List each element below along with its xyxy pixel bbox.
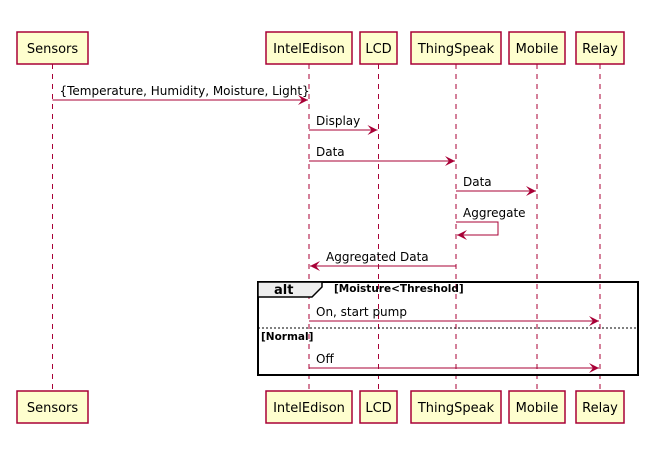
participant-label-inteledison-bottom: IntelEdison [273,401,345,416]
message-label-5: Aggregate [463,206,526,220]
message-label-2: Display [316,114,360,128]
participant-box-lcd-bottom [359,390,398,424]
participant-label-relay-top: Relay [582,42,618,57]
message-label-3: Data [316,145,345,159]
participant-label-lcd-bottom: LCD [365,401,391,416]
alt-label: alt [274,283,293,298]
participant-box-mobile-top [508,31,566,65]
participant-label-inteledison-top: IntelEdison [273,42,345,57]
participant-box-relay-bottom [575,390,625,424]
participant-label-sensors-top: Sensors [27,42,79,57]
participant-box-thingspeak-top [410,31,502,65]
participant-label-sensors-bottom: Sensors [27,401,79,416]
participant-label-relay-bottom: Relay [582,401,618,416]
message-label-1: {Temperature, Humidity, Moisture, Light} [60,84,310,98]
message-label-8: Off [316,352,334,366]
participant-label-mobile-bottom: Mobile [516,401,559,416]
participant-box-mobile-bottom [508,390,566,424]
participant-box-inteledison-bottom [265,390,353,424]
alt-condition-normal: [Normal] [261,331,313,343]
alt-tab [257,281,323,298]
participant-label-mobile-top: Mobile [516,42,559,57]
message-label-6: Aggregated Data [326,250,429,264]
participant-box-thingspeak-bottom [410,390,502,424]
message-label-4: Data [463,175,492,189]
message-label-7: On, start pump [316,305,407,319]
participant-box-lcd-top [359,31,398,65]
participant-box-relay-top [575,31,625,65]
participant-label-thingspeak-bottom: ThingSpeak [417,401,495,416]
participant-box-inteledison-top [265,31,353,65]
participant-label-thingspeak-top: ThingSpeak [417,42,495,57]
alt-condition-moisture: [Moisture<Threshold] [334,283,464,295]
participant-label-lcd-top: LCD [365,42,391,57]
message-arrow-5 [456,221,499,240]
participant-box-sensors-bottom [16,390,89,424]
participant-box-sensors-top [16,31,89,65]
